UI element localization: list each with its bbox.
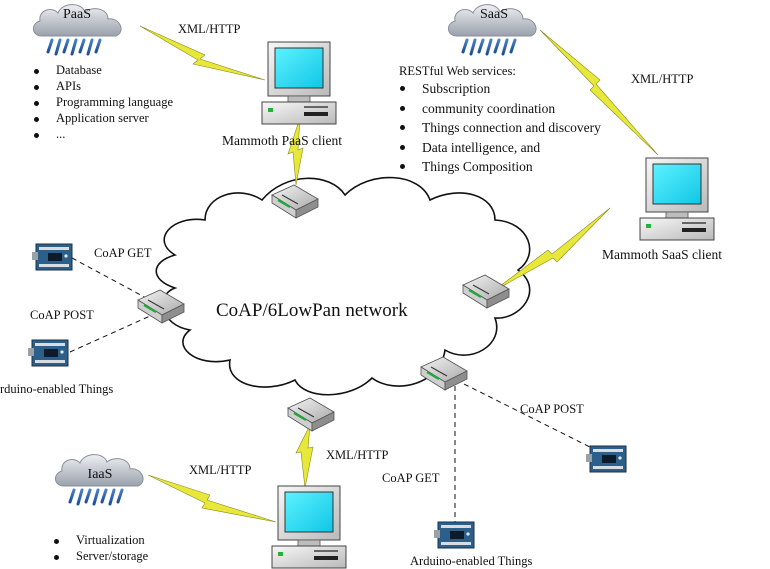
list-item: APIs	[30, 78, 173, 94]
coap-links	[69, 257, 601, 530]
arduino-board-icon	[433, 521, 475, 549]
list-item: Data intelligence, and	[396, 138, 601, 158]
list-item: Application server	[30, 110, 173, 126]
list-item: ...	[30, 126, 173, 142]
router-bottom-icon	[286, 396, 336, 433]
saas-feature-list: Subscription community coordination Thin…	[396, 79, 601, 177]
left-things-label: rduino-enabled Things	[0, 382, 114, 396]
network-cloud	[155, 176, 531, 396]
paas-client-label: Mammoth PaaS client	[222, 133, 342, 148]
list-item: Things connection and discovery	[396, 118, 601, 138]
list-item: Virtualization	[50, 532, 148, 548]
saas-client-computer-icon	[639, 157, 715, 241]
saas-link-label: XML/HTTP	[631, 72, 694, 86]
iaas-router-link-label: XML/HTTP	[326, 448, 389, 462]
saas-client-label: Mammoth SaaS client	[602, 247, 722, 262]
list-item: Subscription	[396, 79, 601, 99]
paas-client-computer-icon	[261, 41, 337, 125]
saas-cloud-label: SaaS	[480, 7, 508, 22]
list-item: Database	[30, 62, 173, 78]
paas-feature-list: Database APIs Programming language Appli…	[30, 62, 173, 142]
paas-cloud-label: PaaS	[63, 7, 91, 22]
arduino-board-icon	[585, 445, 627, 473]
saas-heading: RESTful Web services:	[399, 64, 516, 78]
right-coap-post-label: CoAP POST	[520, 402, 584, 416]
iaas-cloud-label: IaaS	[87, 467, 113, 482]
list-item: Server/storage	[50, 548, 148, 564]
iaas-client-computer-icon	[271, 485, 347, 569]
right-coap-get-label: CoAP GET	[382, 471, 440, 485]
network-label: CoAP/6LowPan network	[216, 300, 408, 321]
right-things-label: Arduino-enabled Things	[410, 554, 533, 568]
list-item: community coordination	[396, 99, 601, 119]
arduino-board-icon	[27, 339, 69, 367]
paas-link-label: XML/HTTP	[178, 22, 241, 36]
arduino-board-icon	[31, 243, 73, 271]
iaas-link-label: XML/HTTP	[189, 463, 252, 477]
left-coap-get-label: CoAP GET	[94, 246, 152, 260]
list-item: Programming language	[30, 94, 173, 110]
left-coap-post-label: CoAP POST	[30, 308, 94, 322]
list-item: Things Composition	[396, 157, 601, 177]
iaas-feature-list: Virtualization Server/storage	[50, 532, 148, 564]
